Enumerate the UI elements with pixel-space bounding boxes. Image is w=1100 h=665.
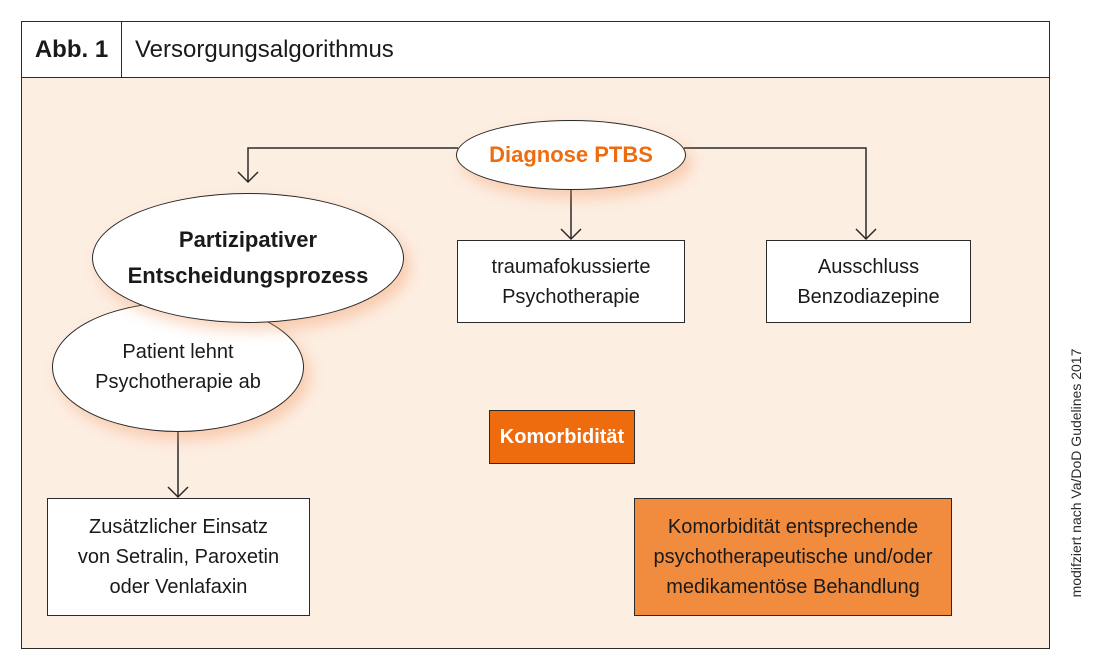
- node-comorbidity-label: Komorbidität: [499, 425, 625, 448]
- node-medication-line-2: von Setralin, Paroxetin: [77, 546, 280, 568]
- node-shared-decision-process: Partizipativer Entscheidungsprozess: [92, 193, 404, 323]
- node-comorbidity: Komorbidität: [489, 410, 635, 464]
- node-trauma-line-1: traumafokussierte: [491, 255, 651, 278]
- node-shared-decision-line-1: Partizipativer: [178, 227, 318, 252]
- node-benzodiazepine-exclusion: Ausschluss Benzodiazepine: [766, 240, 971, 323]
- node-medication-line-1: Zusätzlicher Einsatz: [89, 516, 268, 538]
- node-medication-line-3: oder Venlafaxin: [109, 576, 248, 598]
- node-comorbidity-treatment: Komorbidität entsprechende psychotherape…: [634, 498, 952, 616]
- node-patient-refuses-line-2: Psychotherapie ab: [95, 371, 261, 393]
- node-diagnosis-ptbs: Diagnose PTBS: [456, 120, 686, 190]
- node-benzo-line-1: Ausschluss: [817, 255, 920, 278]
- source-note: modifziert nach Va/DoD Gudelines 2017: [1068, 348, 1084, 598]
- node-additional-medication: Zusätzlicher Einsatz von Setralin, Parox…: [47, 498, 310, 616]
- figure-number: Abb. 1: [22, 22, 122, 77]
- node-benzo-line-2: Benzodiazepine: [797, 285, 940, 308]
- node-trauma-focused-psychotherapy: traumafokussierte Psychotherapie: [457, 240, 685, 323]
- node-comorbidity-treatment-line-1: Komorbidität entsprechende: [667, 516, 919, 538]
- node-shared-decision-line-2: Entscheidungsprozess: [127, 263, 369, 288]
- node-trauma-line-2: Psychotherapie: [502, 285, 640, 308]
- node-comorbidity-treatment-line-3: medikamentöse Behandlung: [666, 576, 920, 598]
- node-patient-refuses-psychotherapy: Patient lehnt Psychotherapie ab: [52, 302, 304, 432]
- figure-title: Versorgungsalgorithmus: [135, 36, 394, 63]
- node-diagnosis-label: Diagnose PTBS: [489, 142, 653, 167]
- node-comorbidity-treatment-line-2: psychotherapeutische und/oder: [653, 546, 933, 568]
- figure-header: Abb. 1 Versorgungsalgorithmus: [22, 22, 1049, 78]
- node-patient-refuses-line-1: Patient lehnt: [122, 341, 234, 363]
